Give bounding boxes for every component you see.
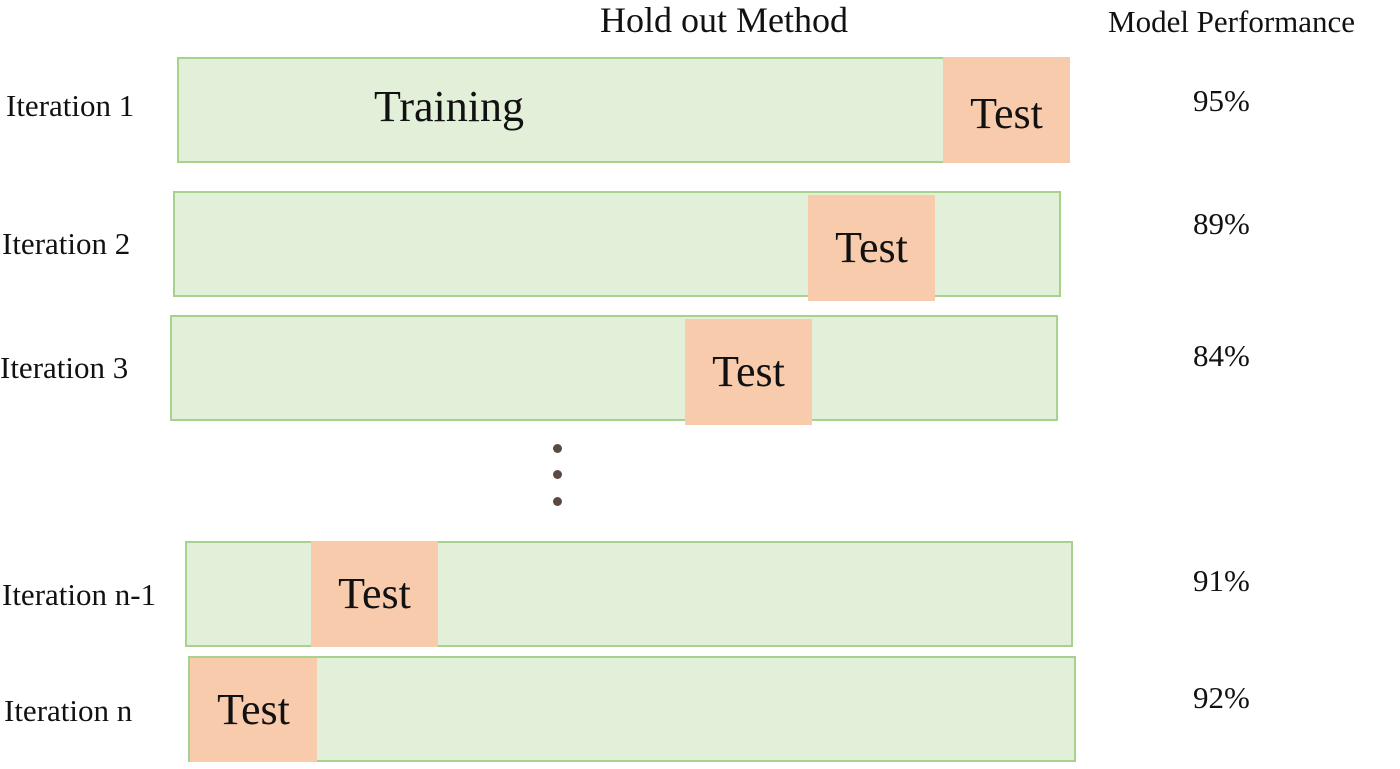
iteration-n-test-segment: Test xyxy=(190,658,317,762)
iteration-1-bar: Training Test xyxy=(177,57,1070,163)
iteration-n-performance: 92% xyxy=(1193,680,1250,715)
iteration-1-test-segment: Test xyxy=(943,57,1070,163)
ellipsis-dot xyxy=(553,497,562,506)
iteration-1-performance: 95% xyxy=(1193,83,1250,118)
iteration-2-label: Iteration 2 xyxy=(2,226,131,261)
test-label: Test xyxy=(835,223,908,272)
iteration-n-bar: Test xyxy=(188,656,1076,762)
iteration-3-test-segment: Test xyxy=(685,319,812,425)
performance-header: Model Performance xyxy=(1108,4,1356,39)
test-label: Test xyxy=(712,347,785,396)
iteration-n-minus-1-bar: Test xyxy=(185,541,1073,647)
iteration-2-bar: Test xyxy=(173,191,1061,301)
iteration-2-performance: 89% xyxy=(1193,206,1250,241)
iteration-n-minus-1-test-segment: Test xyxy=(311,541,438,647)
iteration-3-bar: Test xyxy=(170,315,1058,425)
iteration-1-label: Iteration 1 xyxy=(6,88,135,123)
iteration-n-label: Iteration n xyxy=(4,693,133,728)
iteration-3-label: Iteration 3 xyxy=(0,350,129,385)
iteration-2-test-segment: Test xyxy=(808,195,935,301)
test-label: Test xyxy=(338,569,411,618)
iteration-n-minus-1-performance: 91% xyxy=(1193,563,1250,598)
training-label: Training xyxy=(374,82,524,131)
ellipsis-dot xyxy=(553,444,562,453)
iteration-n-minus-1-label: Iteration n-1 xyxy=(2,577,157,612)
diagram-title: Hold out Method xyxy=(600,0,848,40)
iteration-3-performance: 84% xyxy=(1193,338,1250,373)
ellipsis-dot xyxy=(553,470,562,479)
test-label: Test xyxy=(970,89,1043,138)
test-label: Test xyxy=(217,685,290,734)
